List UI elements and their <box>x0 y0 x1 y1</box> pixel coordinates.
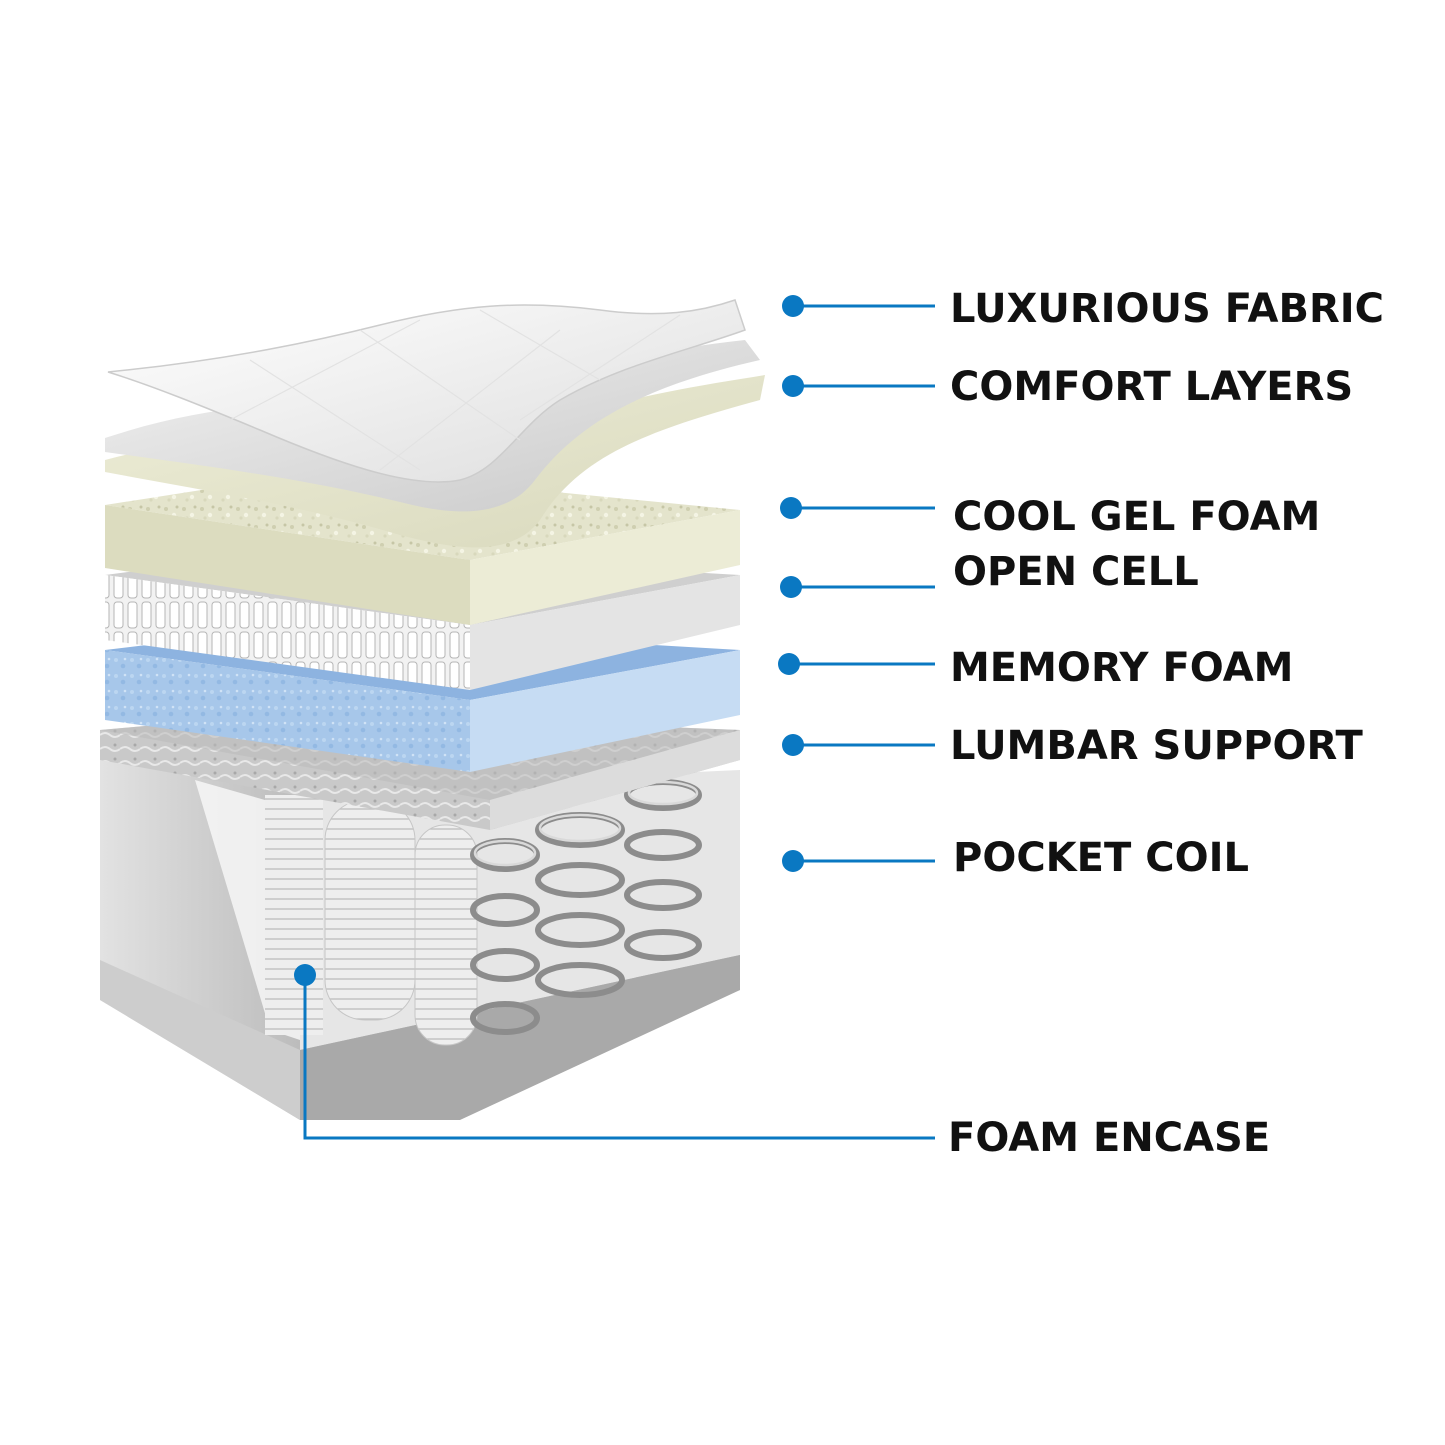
label-pocket-coil: POCKET COIL <box>953 835 1249 881</box>
encase-floor-shadow <box>300 955 740 1120</box>
callout-markers <box>294 295 935 1140</box>
label-foam-encase: FOAM ENCASE <box>948 1115 1271 1161</box>
callout-dot-comfort-layers <box>782 375 804 397</box>
label-memory-foam: MEMORY FOAM <box>950 645 1294 691</box>
callout-dot-memory-foam <box>778 653 800 675</box>
callout-dot-luxurious-fabric <box>782 295 804 317</box>
callout-dot-lumbar-support <box>782 734 804 756</box>
label-lumbar-support: LUMBAR SUPPORT <box>950 723 1363 769</box>
callout-dot-foam-encase <box>294 964 316 986</box>
callout-dot-open-cell <box>780 576 802 598</box>
label-luxurious-fabric: LUXURIOUS FABRIC <box>950 286 1384 332</box>
label-open-cell: OPEN CELL <box>953 549 1199 595</box>
pocket-coil-wrapped <box>265 795 478 1046</box>
luxurious-fabric-layer <box>107 299 746 483</box>
encase-front-lip <box>100 960 300 1120</box>
label-cool-gel-foam: COOL GEL FOAM <box>953 494 1321 540</box>
callout-dot-cool-gel-foam <box>780 497 802 519</box>
pocket-coil-springs <box>470 779 702 1035</box>
callout-dot-pocket-coil <box>782 850 804 872</box>
label-comfort-layers: COMFORT LAYERS <box>950 364 1354 410</box>
pocket-coils <box>265 779 702 1046</box>
fabric-quilting <box>229 309 681 471</box>
